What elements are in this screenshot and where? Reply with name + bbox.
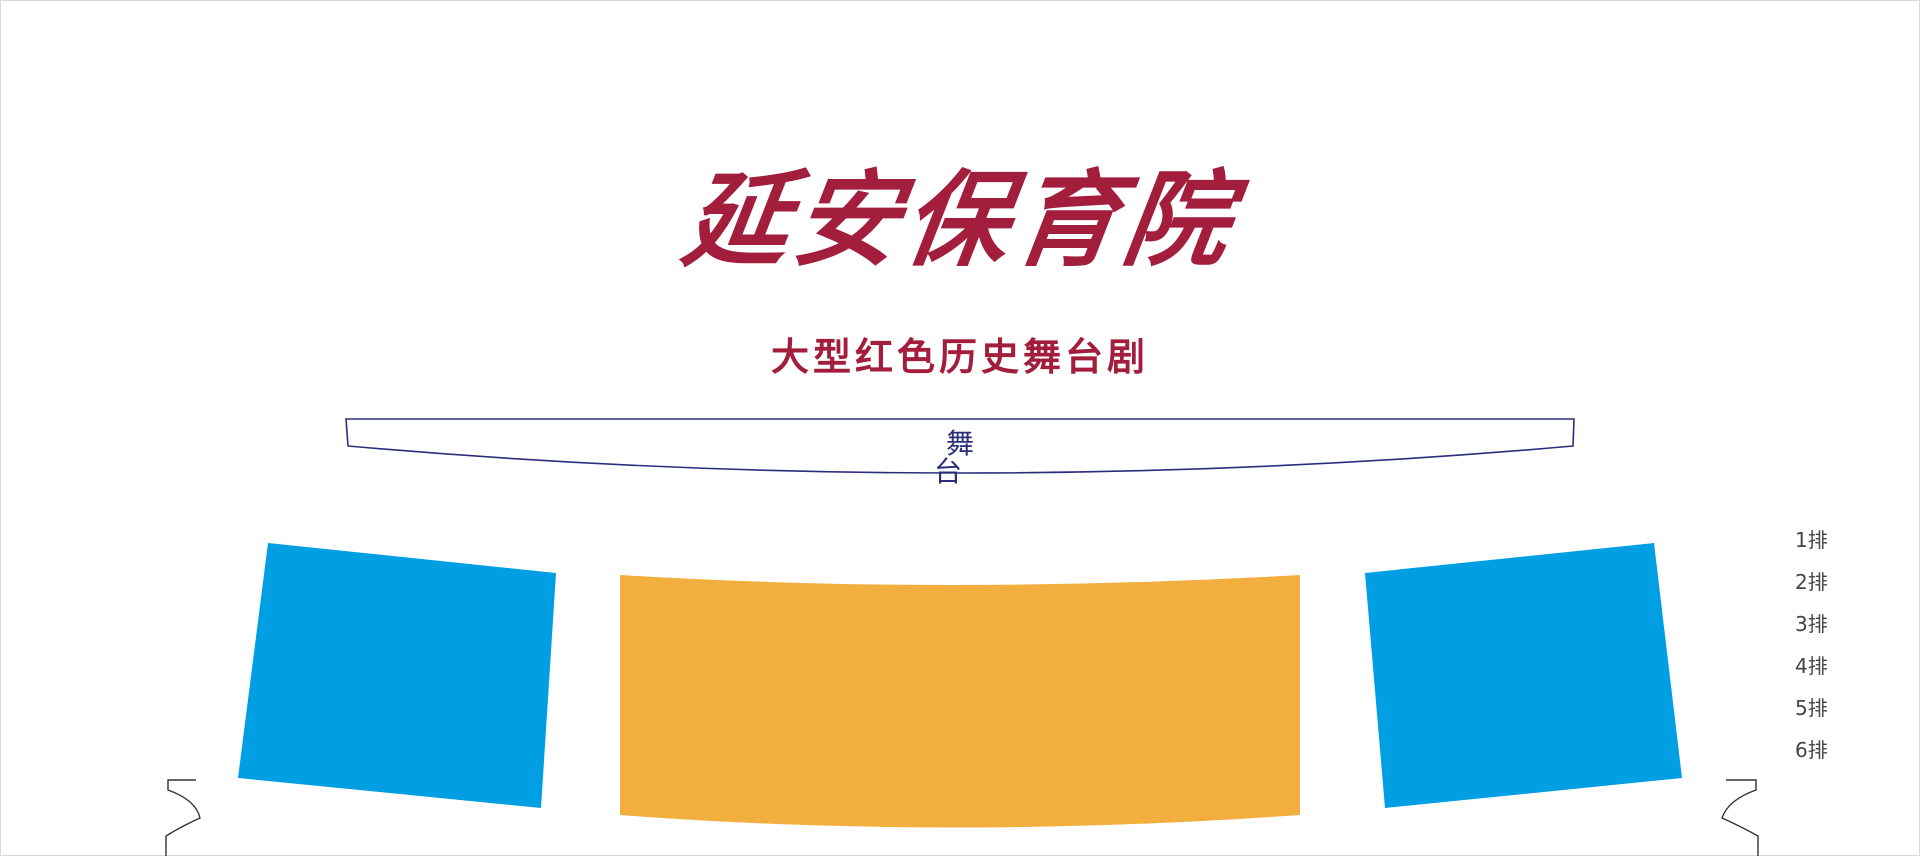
row-label: 1排: [1795, 528, 1828, 552]
row-label: 5排: [1795, 696, 1828, 720]
row-labels: 1排 2排 3排 4排 5排 6排: [1795, 527, 1855, 779]
seat-section-center[interactable]: [620, 575, 1300, 828]
stage-label: 舞 台: [933, 427, 998, 488]
row-label: 6排: [1795, 738, 1828, 762]
row-label: 3排: [1795, 612, 1828, 636]
show-subtitle: 大型红色历史舞台剧: [770, 335, 1149, 379]
seat-section-left[interactable]: [238, 543, 556, 808]
balcony-bracket-right: [1721, 779, 1759, 856]
row-label: 4排: [1795, 654, 1828, 678]
row-label: 2排: [1795, 570, 1828, 594]
seat-section-right[interactable]: [1365, 543, 1682, 808]
balcony-bracket-left: [165, 779, 201, 856]
